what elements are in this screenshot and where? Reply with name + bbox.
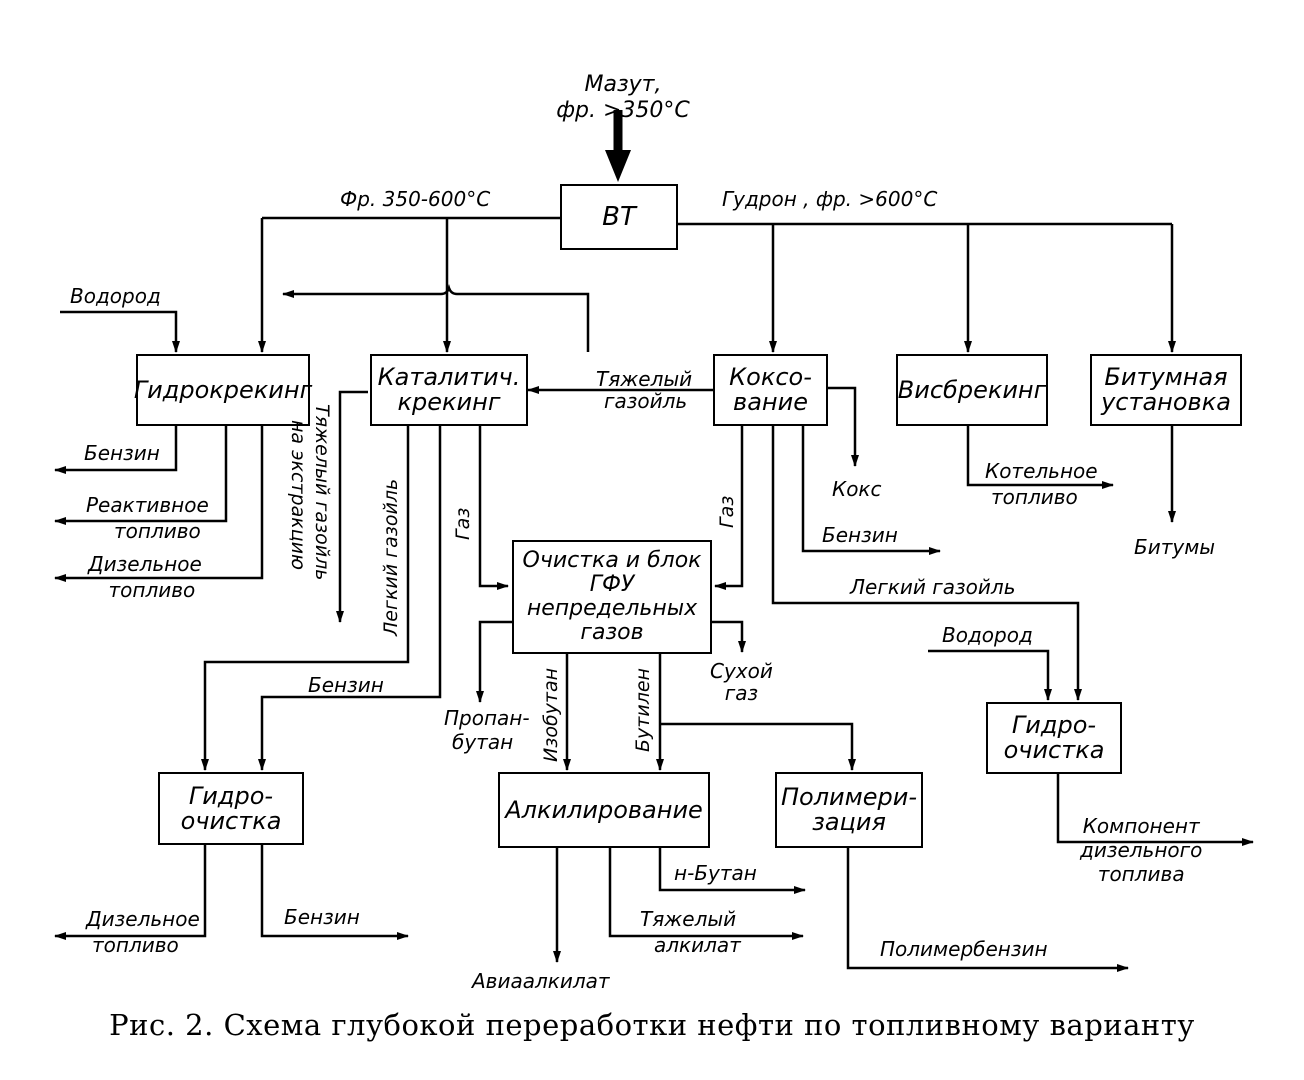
polymerization-box: Полимери- зация [775,772,923,848]
polymerization-label-1: Полимери- [780,783,918,811]
benzin-mid-label: Бензин [308,673,384,697]
polymerization-label-2: зация [812,808,886,836]
gudron-label: Гудрон , фр. >600°С [722,187,938,211]
light-gasoil-vertical-label: Легкий газойль [380,478,402,636]
diesel-component-label: Компонент дизельного топлива [1080,814,1202,886]
aviaalkylate-label: Авиаалкилат [472,969,610,993]
coking-label-1: Коксо- [729,363,812,391]
feed-label-2: фр. >350°С [556,98,690,123]
boiler-fuel-label: Котельное топливо [985,458,1098,510]
vt-box: ВТ [560,184,678,250]
gfu-box: Очистка и блок ГФУ непредельных газов [512,540,712,654]
heavy-gasoil-label-1: Тяжелый [596,367,693,391]
diesel-bottom-label-1: Дизельное [86,907,200,931]
light-gasoil-label: Легкий газойль [850,575,1016,599]
boiler-fuel-label-1: Котельное [985,459,1098,483]
figure-caption: Рис. 2. Схема глубокой переработки нефти… [109,1008,1195,1042]
hydrotreating-right-label-1: Гидро- [1011,711,1097,739]
hydrogen-label-left: Водород [70,284,161,308]
dry-gas-label-1: Сухой [710,659,773,683]
diesel-bottom-label: Дизельное топливо [86,906,200,958]
hydrotreating-left-box: Гидро- очистка [158,772,304,845]
bitumen-label-2: установка [1101,388,1231,416]
heavy-gasoil-label-2: газойль [604,389,688,413]
polymerbenzin-label: Полимербензин [880,937,1048,961]
gas-coke-label: Газ [716,495,738,528]
benzin-bottom-label: Бензин [284,905,360,929]
gfu-label-4: газов [580,620,644,645]
catcracking-label-1: Каталитич. [377,363,521,391]
propane-butane-label-2: бутан [452,730,514,754]
diesel-component-label-3: топлива [1097,862,1185,886]
jet-fuel-label: Реактивное топливо [86,492,209,544]
heavy-gasoil-label: Тяжелый газойль [596,368,692,412]
heavy-alkylate-label: Тяжелый алкилат [640,906,741,958]
hydrotreating-left-label-2: очистка [180,806,282,835]
hydrotreating-left-label-1: Гидро- [188,781,274,810]
heavy-gasoil-extraction-label-2: на экстракцию [287,420,309,570]
heavy-alkylate-label-1: Тяжелый [640,907,737,931]
hydrogen-label-right: Водород [942,623,1033,647]
gas-cat-label: Газ [452,507,474,540]
isobutane-label: Изобутан [540,667,562,762]
hydrotreating-right-box: Гидро- очистка [986,702,1122,774]
gfu-label-1: Очистка и блок [522,548,702,573]
jet-fuel-label-1: Реактивное [86,493,209,517]
diesel-hc-label: Дизельное топливо [88,551,202,603]
fraction-label: Фр. 350-600°С [340,187,491,211]
boiler-fuel-label-2: топливо [991,485,1078,509]
hydrocracking-box: Гидрокрекинг [133,354,313,426]
bitumen-box: Битумная установка [1090,354,1242,426]
coking-label-2: вание [733,388,808,416]
gfu-label-3: непредельных [526,596,698,621]
hydrotreating-right-label-2: очистка [1003,736,1105,764]
diesel-component-label-2: дизельного [1080,838,1203,862]
diesel-hc-label-2: топливо [108,578,196,602]
coke-label: Кокс [832,477,882,501]
dry-gas-label-2: газ [724,681,759,705]
catcracking-box: Каталитич. крекинг [370,354,528,426]
alkylation-box: Алкилирование [498,772,710,848]
benzin-coke-label: Бензин [822,523,898,547]
visbreaking-label: Висбрекинг [897,375,1047,404]
visbreaking-box: Висбрекинг [896,354,1048,426]
n-butane-label: н-Бутан [674,861,757,885]
dry-gas-label: Сухой газ [710,660,773,704]
butylene-label: Бутилен [632,668,654,752]
benzin-hc-label: Бензин [84,441,160,465]
hydrocracking-label: Гидрокрекинг [133,375,313,404]
diesel-component-label-1: Компонент [1082,814,1200,838]
alkylation-label: Алкилирование [505,795,703,824]
heavy-gasoil-extraction-label: Тяжелый газойль на экстракцию [286,404,334,580]
gfu-label-2: ГФУ [589,572,635,597]
diesel-bottom-label-2: топливо [92,933,179,957]
diesel-hc-label-1: Дизельное [88,552,202,576]
bitumens-label: Битумы [1134,535,1216,559]
bitumen-label-1: Битумная [1104,363,1228,391]
vt-label: ВТ [602,201,636,232]
catcracking-label-2: крекинг [397,388,501,416]
propane-butane-label-1: Пропан- [444,706,530,730]
feed-label-1: Мазут, [584,72,662,97]
coking-box: Коксо- вание [713,354,828,426]
heavy-gasoil-extraction-label-1: Тяжелый газойль [311,404,333,581]
jet-fuel-label-2: топливо [113,519,201,543]
propane-butane-label: Пропан- бутан [444,706,530,754]
feed-label: Мазут, фр. >350°С [548,72,698,124]
heavy-alkylate-label-2: алкилат [654,933,741,957]
